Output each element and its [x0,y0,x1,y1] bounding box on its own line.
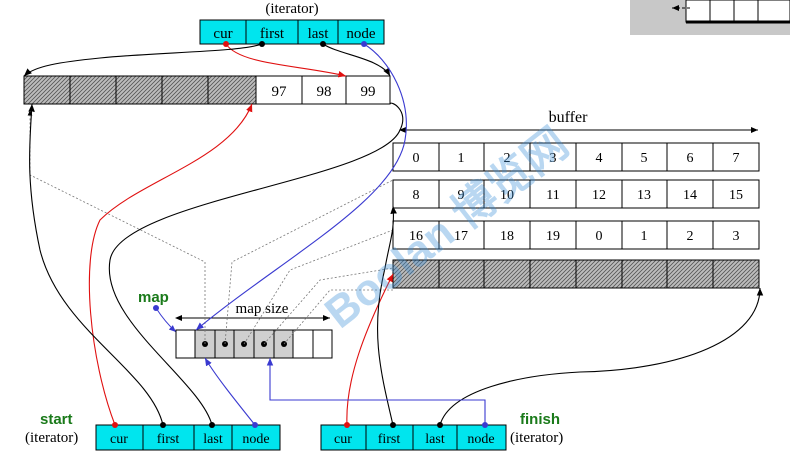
buffer-cell: 13 [637,188,651,203]
buffer-cell: 14 [683,188,697,203]
start-label: start [40,411,73,428]
start-node: node [242,432,269,447]
buffer-cell: 1 [641,229,648,244]
buffer-cell: 4 [596,151,603,166]
buffer-row-1: 8 9 10 11 12 13 14 15 [392,179,760,209]
finish-iterator: cur first last node [320,424,507,451]
finish-last: last [425,432,445,447]
top-buffer-cell-97: 97 [272,84,288,100]
top-buffer-cell-98: 98 [317,84,332,100]
buffer-row-0: 0 1 2 3 4 5 6 7 [392,142,760,172]
buffer-cell: 2 [687,229,694,244]
start-caption: (iterator) [25,430,78,446]
buffer-cell: 7 [733,151,740,166]
buffer-cell: 0 [413,151,420,166]
top-iterator-last: last [308,26,330,42]
top-buffer: 97 98 99 [23,75,391,105]
buffer-cell: 12 [592,188,606,203]
top-iterator-node: node [346,26,376,42]
start-iterator-links [28,102,404,428]
finish-node: node [467,432,494,447]
map-label: map [138,289,169,306]
finish-cur: cur [334,432,352,447]
buffer-row-3-empty [392,259,760,289]
finish-caption: (iterator) [510,430,563,446]
buffer-label: buffer [549,109,588,126]
start-last: last [203,432,223,447]
start-cur: cur [110,432,128,447]
buffer-cell: 16 [409,229,423,244]
buffer-cell: 3 [550,151,557,166]
buffer-cell: 8 [413,188,420,203]
buffer-cell: 10 [500,188,514,203]
buffer-cell: 15 [729,188,743,203]
finish-first: first [378,432,401,447]
finish-iterator-links [266,205,764,428]
map-size-label: map size [236,301,289,317]
start-first: first [157,432,180,447]
buffer-cell: 2 [504,151,511,166]
buffer-row-2: 16 17 18 19 0 1 2 3 [392,220,760,250]
buffer-cell: 0 [596,229,603,244]
top-iterator-cur: cur [213,26,232,42]
buffer-cell: 6 [687,151,694,166]
buffer-cell: 1 [458,151,465,166]
top-iterator-links [23,41,407,331]
top-iterator-first: first [260,26,285,42]
buffer-cell: 3 [733,229,740,244]
top-buffer-cell-99: 99 [361,84,376,100]
partial-figure-top-right [630,0,790,35]
start-iterator: cur first last node [95,424,281,451]
map-array [175,329,333,359]
top-iterator: cur first last node [199,19,385,45]
buffer-cell: 17 [454,229,468,244]
buffer-rows: 0 1 2 3 4 5 6 7 8 9 10 11 12 13 14 15 [392,142,760,289]
buffer-cell: 18 [500,229,514,244]
buffer-cell: 19 [546,229,560,244]
buffer-cell: 11 [546,188,559,203]
top-iterator-caption: (iterator) [265,1,318,17]
buffer-cell: 9 [458,188,465,203]
buffer-cell: 5 [641,151,648,166]
finish-label: finish [520,411,560,428]
